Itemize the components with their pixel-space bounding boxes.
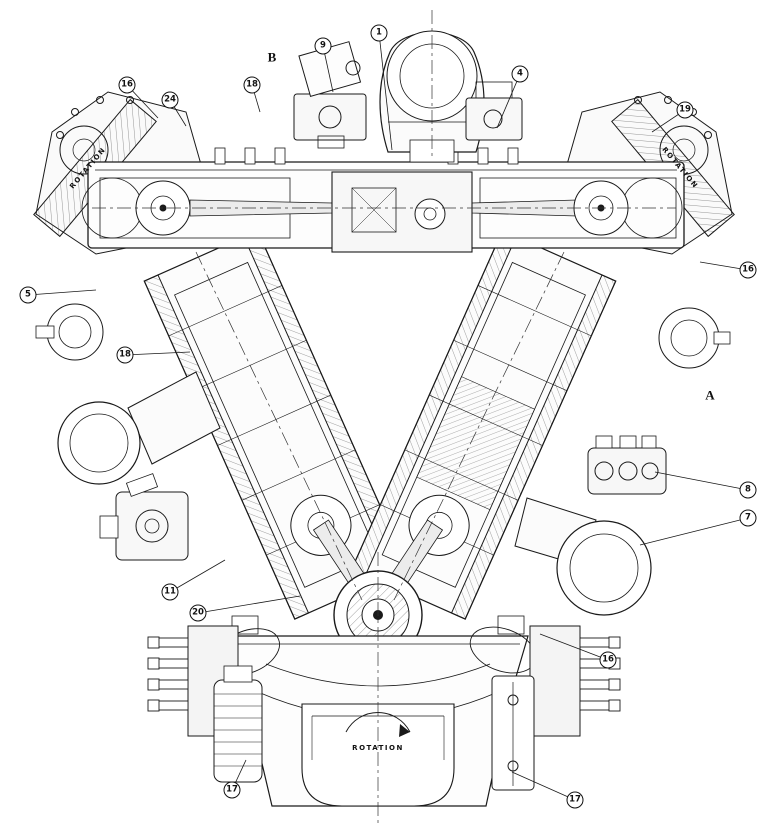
rotation-label-bottom: ROTATION (352, 744, 404, 752)
manifold-lower-right (514, 435, 667, 616)
carburettor-assembly (293, 41, 367, 149)
bracket-right (491, 675, 535, 791)
cylinder-bank-top (81, 147, 685, 253)
centerlines (92, 10, 676, 824)
side-boss-right (658, 307, 731, 369)
manifold-lower-left (57, 371, 221, 561)
side-boss-left (35, 303, 104, 361)
mounting-plate-right (529, 625, 621, 737)
cylinder-bank-right (351, 229, 617, 620)
accessory-block-right (587, 447, 667, 495)
central-gear-housing (331, 171, 473, 253)
finned-canister-left (213, 665, 263, 783)
